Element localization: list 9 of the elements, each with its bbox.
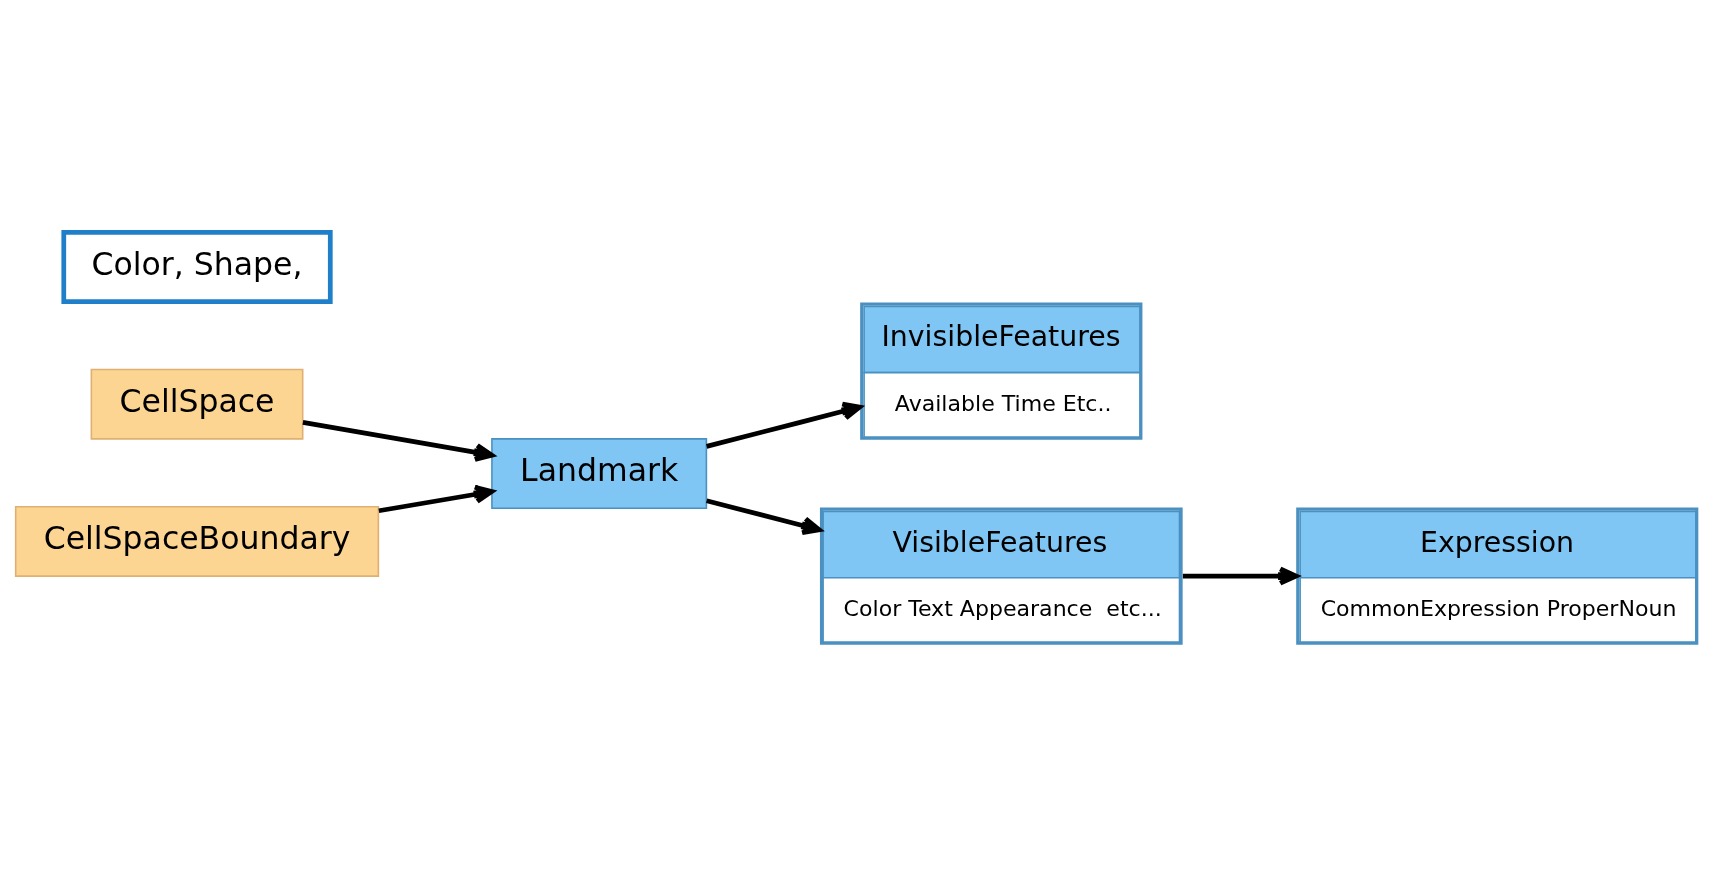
arrow — [302, 419, 495, 462]
arrow — [1182, 566, 1299, 586]
arrow — [378, 484, 495, 513]
node-box: Color, Shape, — [61, 229, 333, 304]
node-box: Landmark — [491, 437, 708, 509]
arrow — [706, 401, 862, 449]
node-box: CellSpaceBoundary — [14, 505, 380, 577]
arrow — [706, 498, 822, 535]
node-box: CellSpace — [90, 368, 304, 440]
